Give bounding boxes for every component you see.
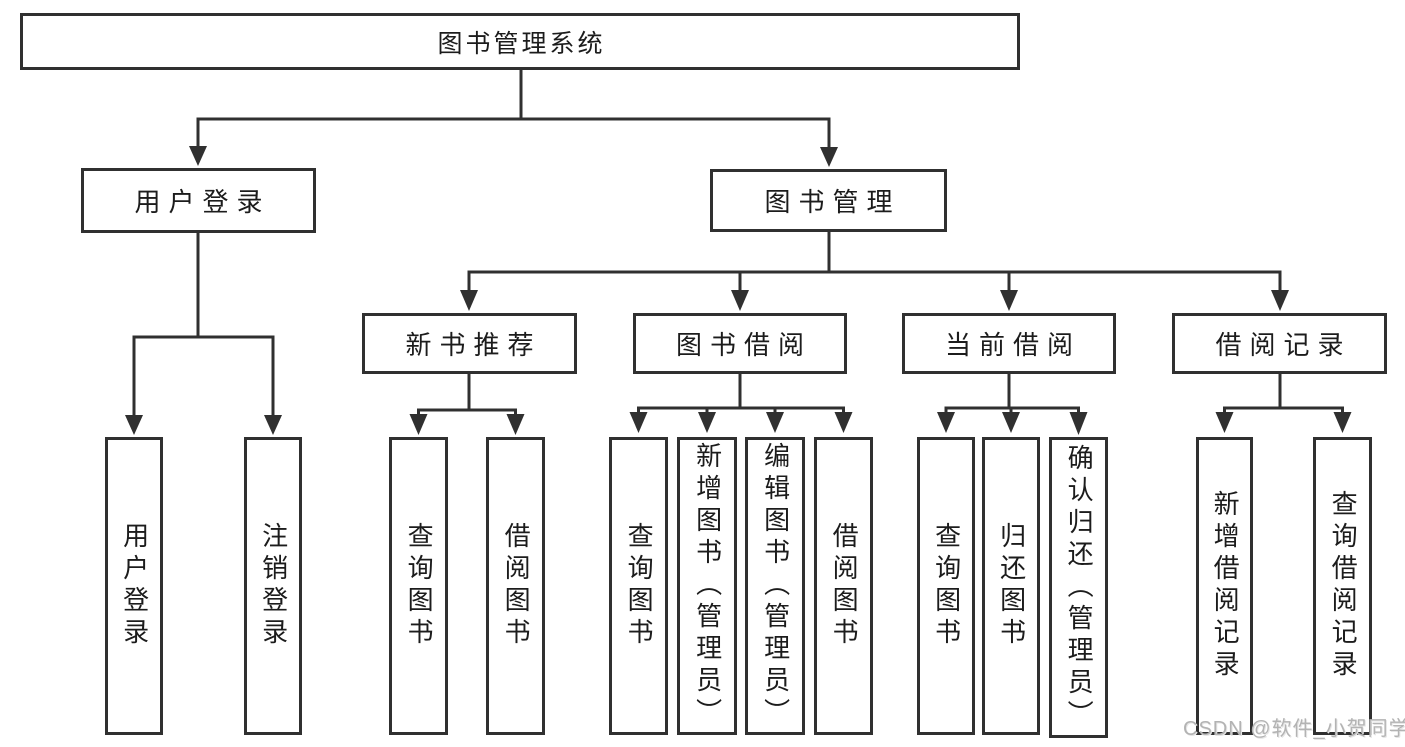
node-label: 当前借阅: [944, 330, 1081, 360]
node-leaf-query-book-borrowing: 查询图书: [609, 437, 668, 735]
node-label: 借阅图书: [501, 522, 532, 650]
node-leaf-confirm-return-admin: 确认归还（管理员）: [1049, 437, 1108, 738]
node-label: 图书管理: [764, 187, 901, 217]
node-leaf-query-borrow-record: 查询借阅记录: [1313, 437, 1372, 735]
node-new-book-recommendation: 新书推荐: [362, 313, 577, 374]
node-label: 新增借阅记录: [1210, 490, 1241, 682]
node-label: 图书借阅: [675, 330, 812, 360]
node-leaf-add-borrow-record: 新增借阅记录: [1196, 437, 1253, 735]
node-label: 查询图书: [931, 522, 962, 650]
node-leaf-borrow-book-recommend: 借阅图书: [486, 437, 545, 735]
node-leaf-logout: 注销登录: [244, 437, 302, 735]
node-label: 查询图书: [404, 522, 435, 650]
node-label: 归还图书: [996, 522, 1027, 650]
node-leaf-add-book-admin: 新增图书（管理员）: [677, 437, 737, 735]
node-leaf-user-login: 用户登录: [105, 437, 163, 735]
node-label: 借阅图书: [829, 522, 860, 650]
node-library-management-system: 图书管理系统: [20, 13, 1020, 70]
node-label: 新书推荐: [405, 330, 542, 360]
node-label: 查询图书: [624, 522, 655, 650]
node-leaf-borrow-book: 借阅图书: [814, 437, 873, 735]
node-label: 新增图书（管理员）: [692, 442, 723, 730]
node-leaf-query-book-recommend: 查询图书: [389, 437, 448, 735]
node-label: 用户登录: [119, 522, 150, 650]
node-book-borrowing: 图书借阅: [633, 313, 847, 374]
node-label: 查询借阅记录: [1328, 490, 1359, 682]
node-current-borrowing: 当前借阅: [902, 313, 1116, 374]
node-label: 借阅记录: [1215, 330, 1352, 360]
node-borrowing-records: 借阅记录: [1172, 313, 1387, 374]
node-label: 注销登录: [258, 522, 289, 650]
node-leaf-query-book-current: 查询图书: [917, 437, 975, 735]
node-label: 编辑图书（管理员）: [760, 442, 791, 730]
node-label: 确认归还（管理员）: [1064, 443, 1095, 732]
node-leaf-edit-book-admin: 编辑图书（管理员）: [745, 437, 805, 735]
node-label: 用户登录: [134, 187, 271, 217]
node-book-management: 图书管理: [710, 169, 947, 232]
node-user-login: 用户登录: [81, 168, 316, 233]
node-label: 图书管理系统: [437, 29, 606, 58]
csdn-watermark: CSDN @软件_小贺同学: [1183, 718, 1405, 740]
node-leaf-return-book: 归还图书: [982, 437, 1040, 735]
